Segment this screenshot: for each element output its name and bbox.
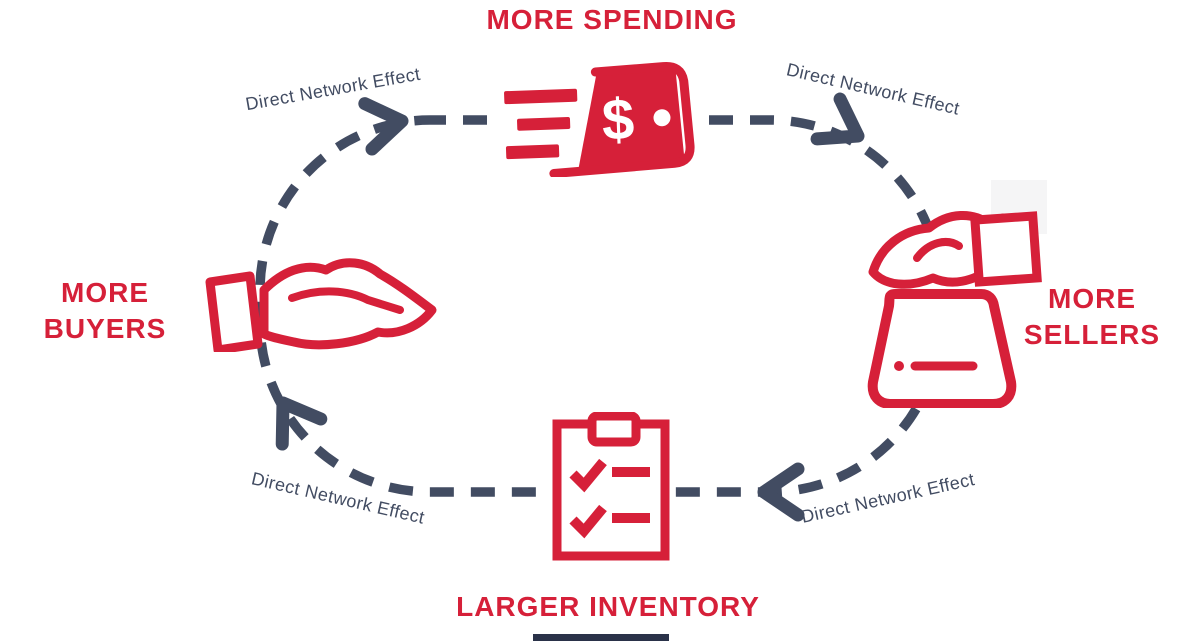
bag-dot [894, 361, 904, 371]
bag-body [867, 289, 1017, 408]
node-label-more-buyers: MORE BUYERS [43, 277, 167, 344]
hand-holding-bag-icon [867, 180, 1047, 408]
node-label-more-spending: MORE SPENDING [486, 4, 738, 35]
node-label-larger-inventory: LARGER INVENTORY [456, 591, 760, 622]
speed-lines [504, 88, 578, 160]
open-hand-icon [205, 258, 437, 352]
dollar-sign: $ [601, 87, 636, 153]
hand-palm [259, 258, 437, 350]
bag-thumb-line [913, 238, 963, 262]
money-bill-speed-icon: $ [497, 62, 697, 177]
bottom-edge-bar [533, 634, 669, 641]
bill-dot [653, 109, 671, 127]
node-label-more-sellers: MORE SELLERS [1023, 283, 1161, 350]
held-box [970, 211, 1042, 287]
arrowhead-bottom-left-icon [275, 396, 328, 451]
check-mark-2 [569, 504, 607, 539]
arrowhead-top-left-icon [358, 97, 409, 156]
hand-cuff [205, 271, 263, 352]
arrowhead-top-right-icon [810, 92, 865, 146]
checklist-clipboard-icon [552, 412, 670, 561]
clipboard-clip [587, 412, 641, 447]
arrowhead-bottom-right-icon [757, 462, 805, 522]
check-mark-1 [569, 458, 607, 493]
hand-thumb-line [288, 287, 404, 314]
